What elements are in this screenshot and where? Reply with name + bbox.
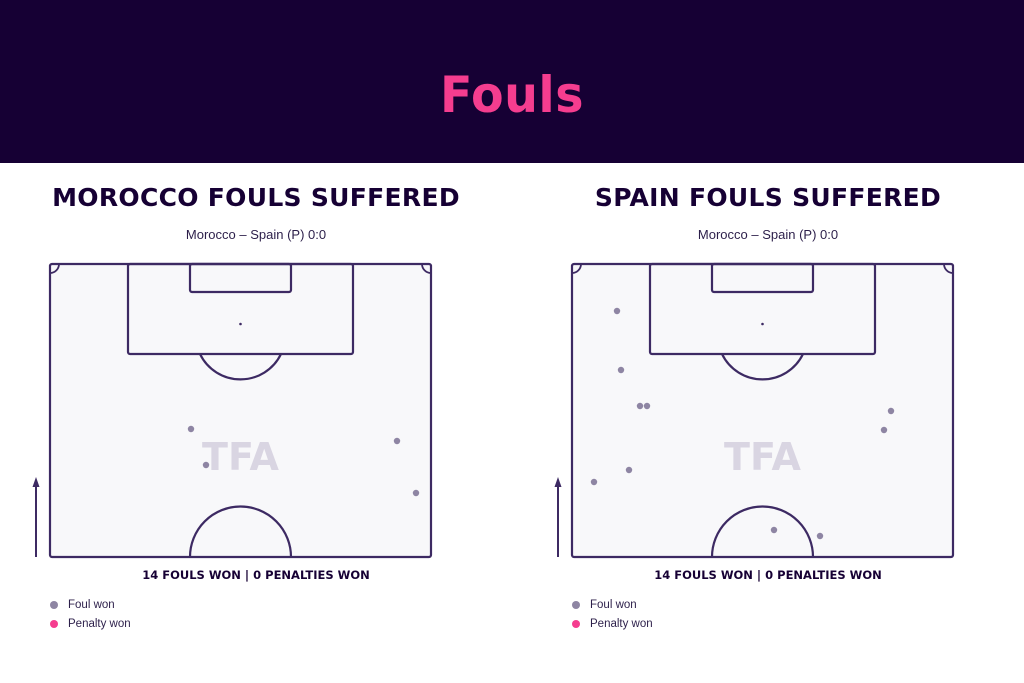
foul-point (590, 478, 598, 486)
fouls-summary: 14 FOULS WON | 0 PENALTIES WON (142, 568, 370, 582)
foul-point (412, 489, 420, 497)
panel-title: SPAIN FOULS SUFFERED (594, 183, 942, 212)
foul-point (770, 526, 778, 534)
foul-point (187, 425, 195, 433)
pitch-markings (570, 262, 955, 559)
panel-spain: SPAIN FOULS SUFFERED Morocco – Spain (P)… (512, 163, 1024, 683)
match-subtitle: Morocco – Spain (P) 0:0 (697, 227, 839, 242)
legend-label: Foul won (68, 598, 115, 611)
penalty-dot-icon (50, 619, 58, 628)
panel-title: MOROCCO FOULS SUFFERED (52, 183, 460, 212)
pitch-chart: TFA (554, 262, 955, 559)
page-title: Fouls (440, 66, 584, 124)
legend: Foul won Penalty won (572, 595, 653, 633)
legend: Foul won Penalty won (50, 595, 131, 633)
foul-point (625, 466, 633, 474)
attack-direction-arrow-icon (32, 477, 40, 557)
foul-dot-icon (572, 600, 580, 609)
legend-label: Penalty won (68, 617, 131, 630)
foul-point (613, 307, 621, 315)
fouls-summary: 14 FOULS WON | 0 PENALTIES WON (654, 568, 882, 582)
foul-dot-icon (50, 600, 58, 609)
match-subtitle: Morocco – Spain (P) 0:0 (185, 227, 327, 242)
legend-item-foul: Foul won (572, 595, 653, 614)
foul-point (816, 532, 824, 540)
pitch-markings (48, 262, 433, 559)
legend-item-foul: Foul won (50, 595, 131, 614)
watermark-logo: TFA (724, 435, 802, 479)
foul-point (202, 461, 210, 469)
legend-label: Penalty won (590, 617, 653, 630)
foul-point (643, 402, 651, 410)
header-banner: Fouls (0, 0, 1024, 163)
penalty-dot-icon (572, 619, 580, 628)
panel-morocco: MOROCCO FOULS SUFFERED Morocco – Spain (… (0, 163, 512, 683)
foul-point (880, 426, 888, 434)
pitch-chart: TFA (32, 262, 433, 559)
legend-item-penalty: Penalty won (50, 614, 131, 633)
watermark-logo: TFA (202, 435, 280, 479)
foul-point (636, 402, 644, 410)
attack-direction-arrow-icon (554, 477, 562, 557)
foul-point (617, 366, 625, 374)
legend-label: Foul won (590, 598, 637, 611)
foul-point (393, 437, 401, 445)
foul-point (887, 407, 895, 415)
legend-item-penalty: Penalty won (572, 614, 653, 633)
